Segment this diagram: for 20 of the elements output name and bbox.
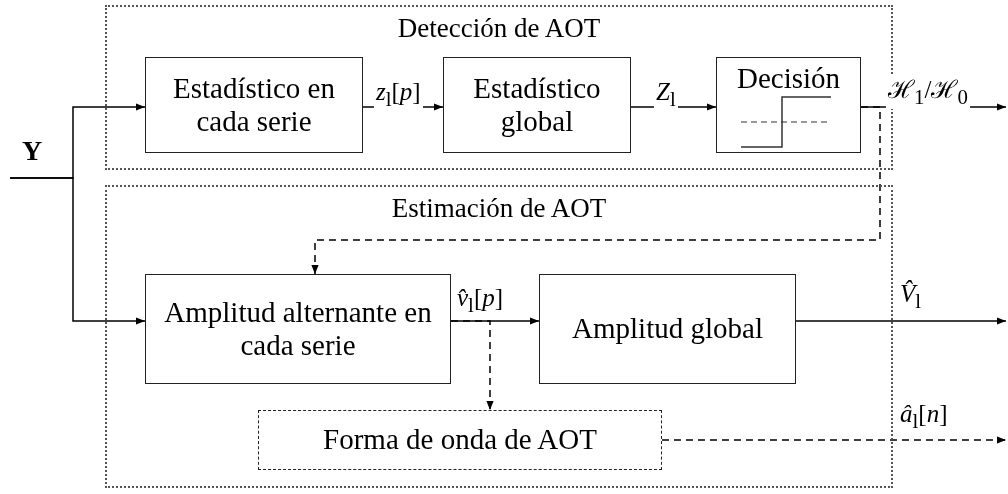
group-title: Estimación de AOT [391,193,607,224]
signal-label: ℋ$_{1}$/ℋ$_{0}$ [886,76,970,109]
process-box [716,57,861,153]
dashed-arrow [311,106,881,275]
box-label: Estadístico en cada serie [172,71,336,139]
dashed-arrow [450,320,494,411]
group-title: Detección de AOT [397,13,601,44]
box-label: Decisión [736,62,841,96]
box-label: Amplitud alternante en cada serie [163,295,433,363]
process-box [539,274,796,384]
process-box [443,57,631,153]
dashed-process-box [258,410,662,470]
box-label: Forma de onda de AOT [323,423,597,457]
process-box [145,274,451,384]
process-box [145,57,363,153]
box-label: Estadístico global [472,71,602,139]
dashed-arrow [661,436,1007,444]
box-label: Amplitud global [572,312,763,346]
arrow [795,317,1007,325]
arrow [9,177,146,325]
